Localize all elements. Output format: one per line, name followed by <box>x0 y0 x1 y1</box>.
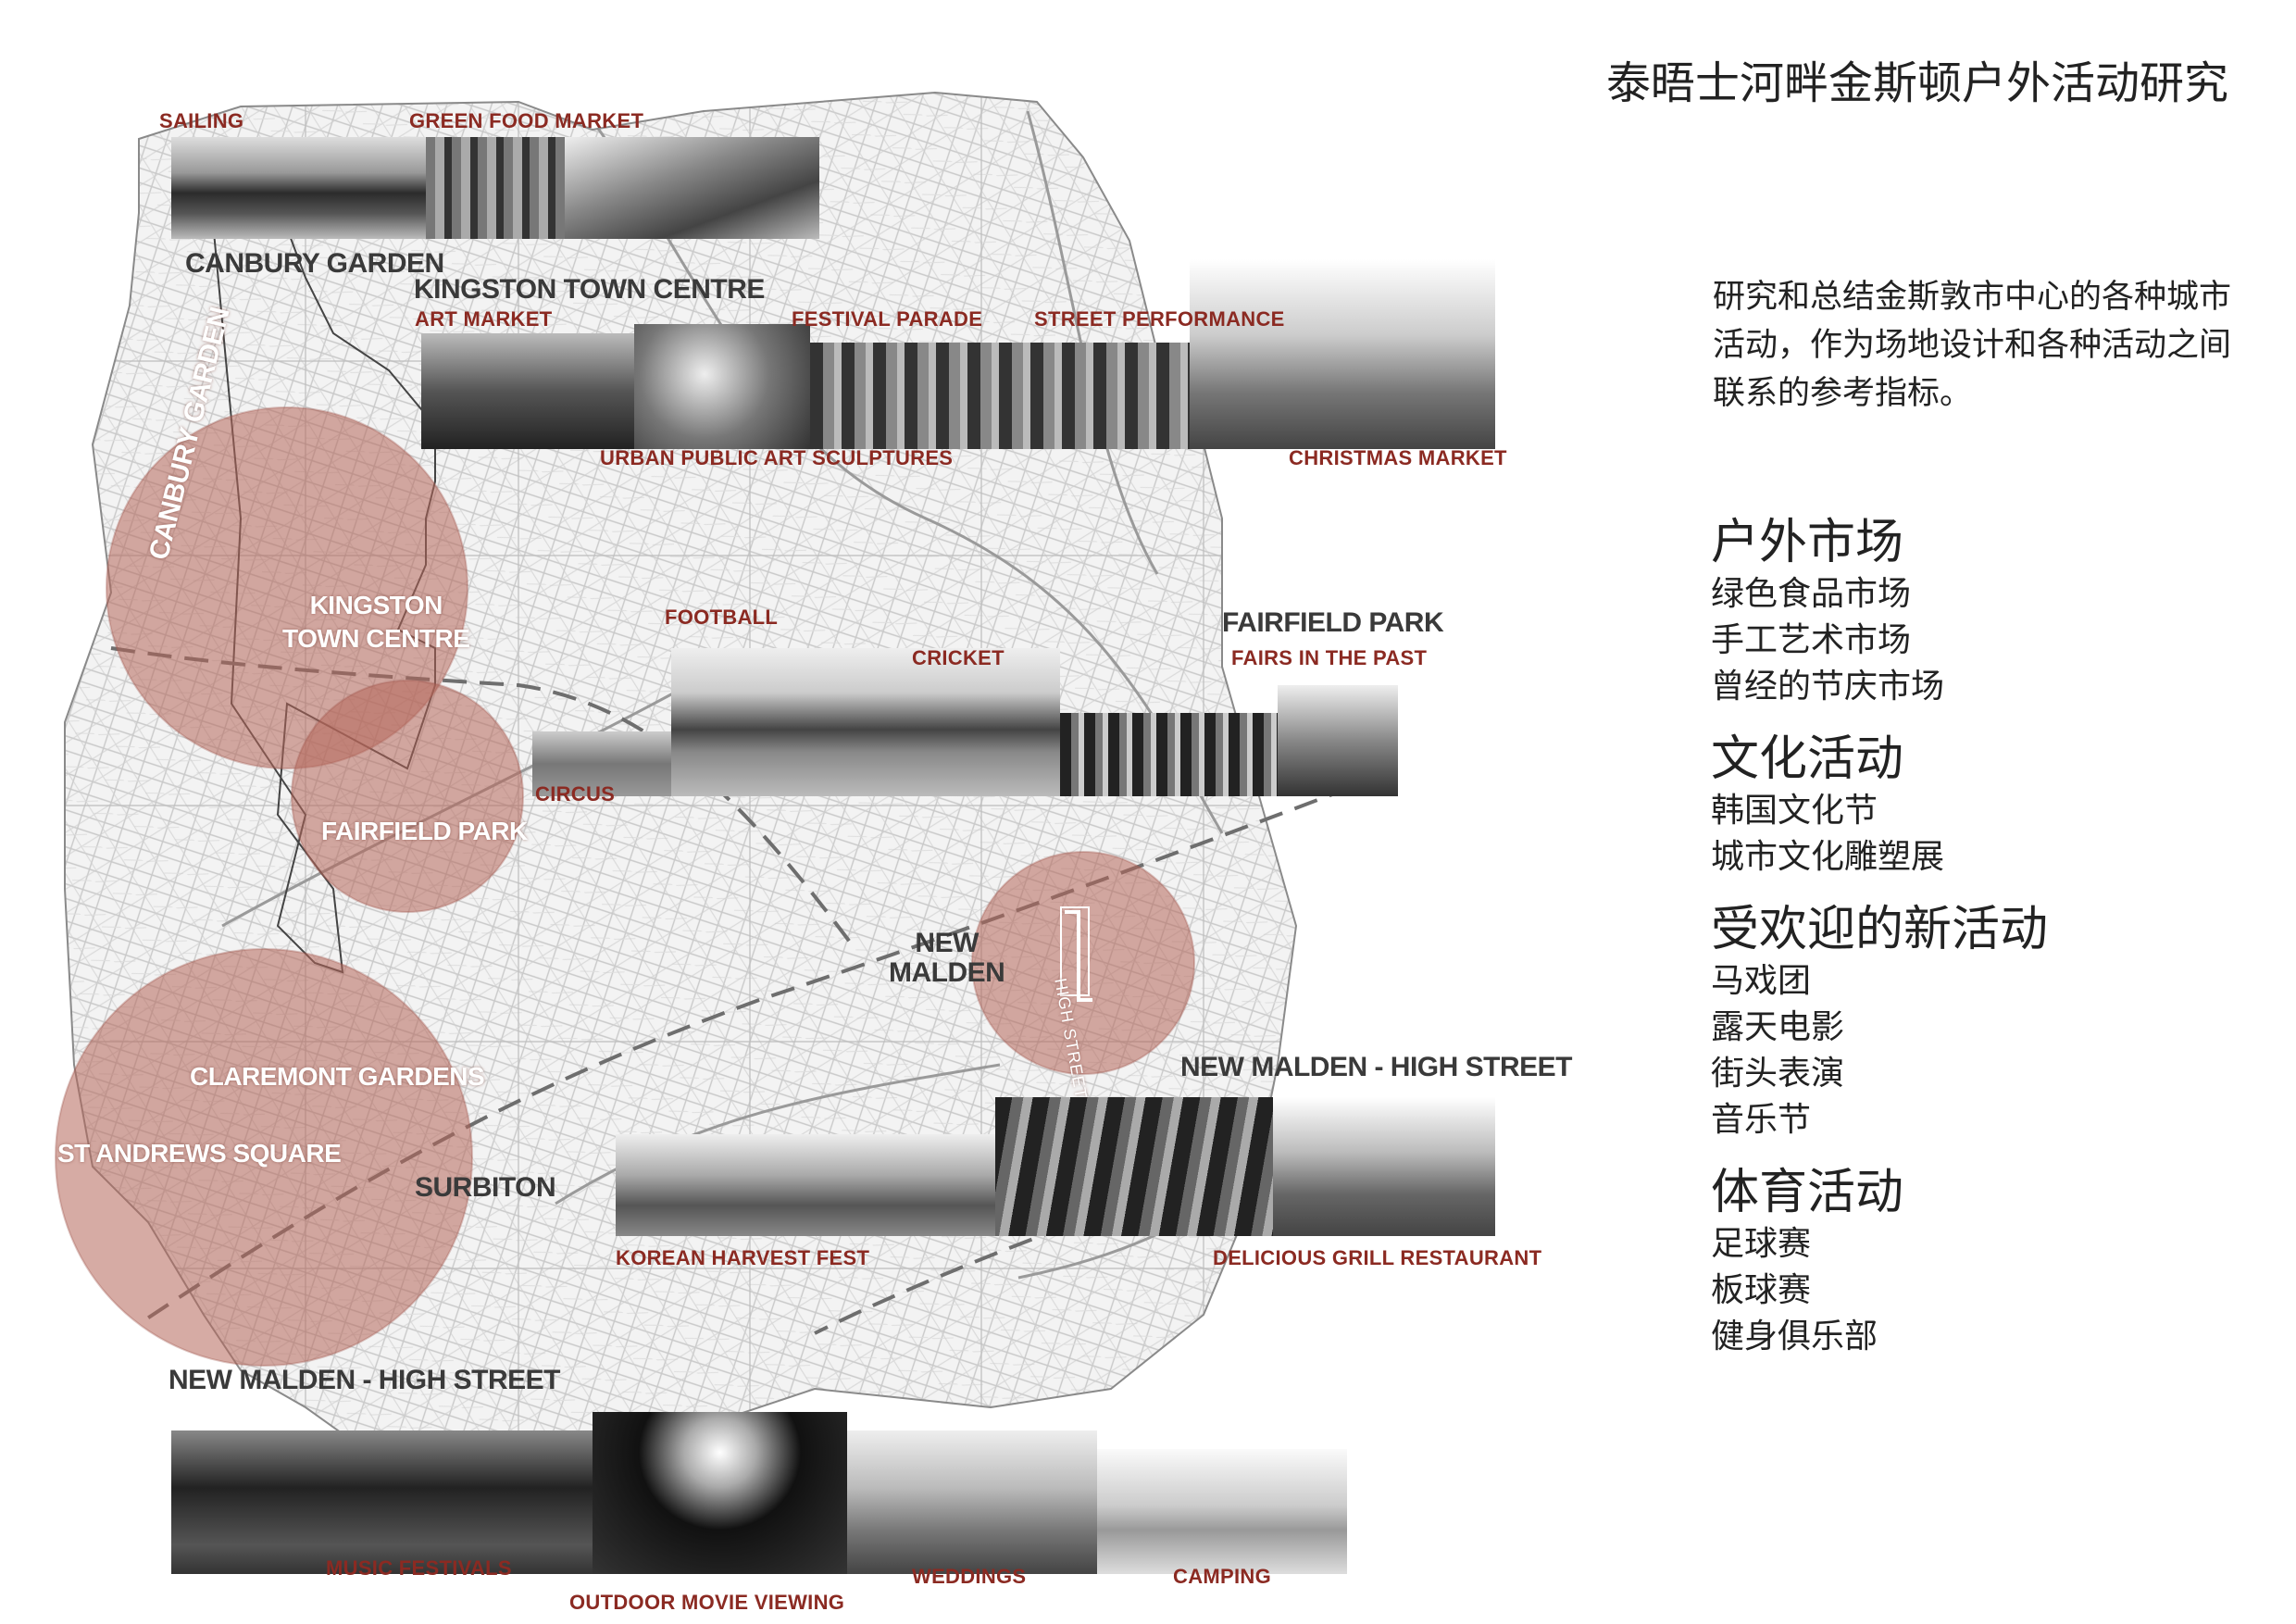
category-item: 板球赛 <box>1711 1271 1812 1309</box>
label-art-market: ART MARKET <box>415 307 553 331</box>
area-fairfield-park: FAIRFIELD PARK <box>1222 607 1444 638</box>
category-heading: 文化活动 <box>1711 731 1904 787</box>
label-outdoor-movie: OUTDOOR MOVIE VIEWING <box>569 1591 845 1614</box>
label-camping: CAMPING <box>1173 1565 1271 1588</box>
label-korean-harvest-fest: KOREAN HARVEST FEST <box>616 1246 870 1269</box>
category-popular-new-activities: 受欢迎的新活动 马戏团 露天电影 街头表演 音乐节 <box>1711 901 2266 1143</box>
circle-label-kingston: KINGSTON TOWN CENTRE <box>282 591 470 653</box>
circle-label-fairfield: FAIRFIELD PARK <box>321 817 528 845</box>
circle-label-claremont: CLAREMONT GARDENS <box>190 1062 485 1091</box>
photo-strip-sailing-market <box>171 137 819 239</box>
label-circus: CIRCUS <box>535 782 616 806</box>
photo-strip-new-malden <box>616 1097 1495 1236</box>
category-heading: 体育活动 <box>1711 1165 1904 1220</box>
category-item: 韩国文化节 <box>1711 792 1878 830</box>
category-heading: 受欢迎的新活动 <box>1711 902 2049 957</box>
category-cultural-activities: 文化活动 韩国文化节 城市文化雕塑展 <box>1711 731 2266 881</box>
photo-strip-sports <box>532 648 1398 796</box>
category-sports: 体育活动 足球赛 板球赛 健身俱乐部 <box>1711 1164 2266 1360</box>
category-item: 曾经的节庆市场 <box>1711 668 1945 706</box>
photo-strip-town-centre <box>421 259 1495 449</box>
category-outdoor-market: 户外市场 绿色食品市场 手工艺术市场 曾经的节庆市场 <box>1711 514 2266 710</box>
category-item: 健身俱乐部 <box>1711 1318 1878 1355</box>
category-heading: 户外市场 <box>1711 515 1904 570</box>
circle-new-malden <box>971 851 1195 1075</box>
label-football: FOOTBALL <box>665 606 779 629</box>
category-item: 街头表演 <box>1711 1055 1845 1093</box>
label-delicious-grill: DELICIOUS GRILL RESTAURANT <box>1213 1246 1542 1269</box>
label-fairs-in-the-past: FAIRS IN THE PAST <box>1231 646 1428 669</box>
area-surbiton: SURBITON <box>415 1172 556 1203</box>
category-item: 手工艺术市场 <box>1711 621 1912 659</box>
label-urban-public-art: URBAN PUBLIC ART SCULPTURES <box>600 446 954 469</box>
intro-paragraph: 研究和总结金斯敦市中心的各种城市活动，作为场地设计和各种活动之间联系的参考指标。 <box>1713 279 2232 412</box>
category-item: 音乐节 <box>1711 1101 1812 1139</box>
area-new-malden-high-street: NEW MALDEN - HIGH STREET <box>1180 1052 1573 1082</box>
label-green-food-market: GREEN FOOD MARKET <box>409 109 644 132</box>
area-canbury-garden: CANBURY GARDEN <box>185 248 444 279</box>
photo-strip-festivals <box>171 1412 1347 1574</box>
category-item: 城市文化雕塑展 <box>1711 838 1945 876</box>
label-music-festivals: MUSIC FESTIVALS <box>326 1556 512 1580</box>
category-list: 户外市场 绿色食品市场 手工艺术市场 曾经的节庆市场 文化活动 韩国文化节 城市… <box>1711 514 2266 1380</box>
label-sailing: SAILING <box>159 109 244 132</box>
category-item: 露天电影 <box>1711 1008 1845 1046</box>
label-street-performance: STREET PERFORMANCE <box>1034 307 1285 331</box>
label-weddings: WEDDINGS <box>912 1565 1027 1588</box>
page-title: 泰晤士河畔金斯顿户外活动研究 <box>1606 57 2229 109</box>
circle-fairfield <box>291 680 524 913</box>
category-item: 马戏团 <box>1711 962 1812 1000</box>
category-item: 绿色食品市场 <box>1711 575 1912 613</box>
area-kingston-town-centre: KINGSTON TOWN CENTRE <box>414 274 765 305</box>
circle-label-st-andrews: ST ANDREWS SQUARE <box>57 1139 342 1168</box>
area-new-malden-high-street-south: NEW MALDEN - HIGH STREET <box>168 1365 561 1395</box>
circle-canbury <box>106 406 468 769</box>
label-christmas-market: CHRISTMAS MARKET <box>1289 446 1507 469</box>
category-item: 足球赛 <box>1711 1225 1812 1263</box>
area-new-malden: NEW MALDEN <box>889 928 1005 988</box>
circle-claremont <box>55 948 473 1367</box>
label-cricket: CRICKET <box>912 646 1004 669</box>
label-festival-parade: FESTIVAL PARADE <box>792 307 983 331</box>
